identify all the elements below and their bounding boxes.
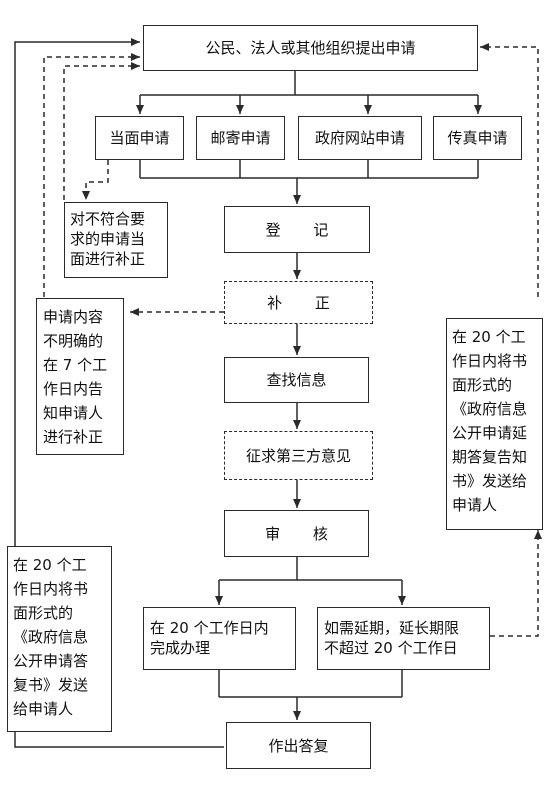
dashed-in-person-to-note <box>82 160 109 200</box>
correct-box: 补 正 <box>224 281 373 324</box>
search-info-box: 查找信息 <box>224 357 369 403</box>
dashed-notice-to-apply-right <box>480 43 539 297</box>
correct-label: 补 正 <box>267 293 344 312</box>
reply-letter-note: 在 20 个工 作日内将书 面形式的 《政府信息 公开申请答 复书》发送 给申请… <box>7 546 112 732</box>
in-person-application-box: 当面申请 <box>95 116 184 160</box>
reply-box: 作出答复 <box>226 722 371 769</box>
review-box: 审 核 <box>224 510 369 557</box>
apply-box: 公民、法人或其他组织提出申请 <box>143 25 478 71</box>
unclear-request-note: 申请内容 不明确的 在 7 个工 作日内告 知申请人 进行补正 <box>36 298 124 455</box>
fax-application-box: 传真申请 <box>433 116 522 160</box>
mail-application-box: 邮寄申请 <box>196 116 285 160</box>
website-application-box: 政府网站申请 <box>298 116 422 160</box>
dashed-extend-to-notice <box>490 530 542 637</box>
in-person-correction-note: 对不符合要 求的申请当 面进行补正 <box>64 202 168 278</box>
complete-within-20-days-box: 在 20 个工作日内 完成办理 <box>143 607 296 670</box>
third-party-opinion-box: 征求第三方意见 <box>224 431 373 480</box>
extension-notice-note: 在 20 个工 作日内将书 面形式的 《政府信息 公开申请延 期答复告知 书》发… <box>446 318 543 530</box>
feedback-reply-to-apply <box>14 38 224 748</box>
dashed-note-to-apply <box>63 62 140 200</box>
extension-box: 如需延期，延长期限 不超过 20 个工作日 <box>317 607 490 670</box>
register-box: 登 记 <box>224 206 370 253</box>
register-label: 登 记 <box>265 220 343 239</box>
review-label: 审 核 <box>265 524 342 543</box>
